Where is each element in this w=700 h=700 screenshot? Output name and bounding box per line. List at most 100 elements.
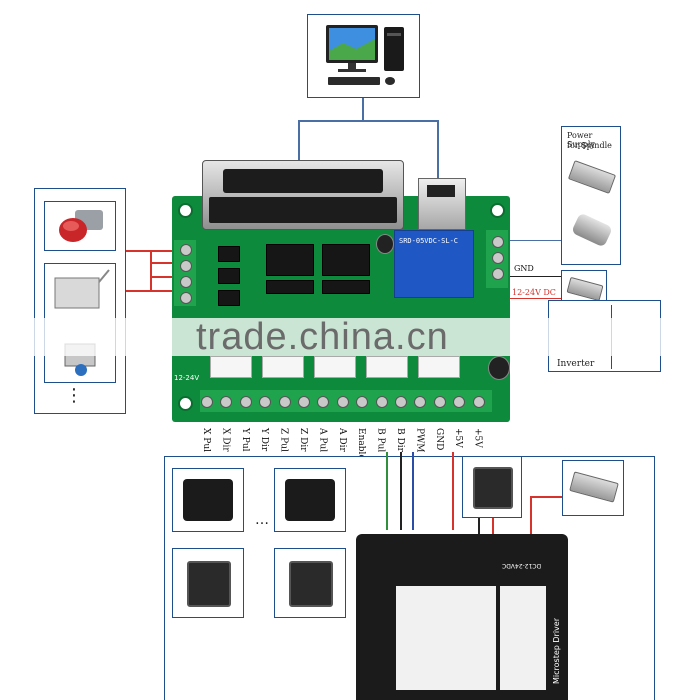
switch-wire: [150, 262, 184, 264]
terminal-label: Y Dir: [259, 428, 270, 452]
terminal-screw: [453, 396, 466, 408]
terminal-label: PWM: [414, 428, 425, 453]
optocoupler-chip: [218, 290, 240, 306]
computer-icon: [326, 25, 404, 85]
signal-wire: [386, 452, 388, 530]
driver-title: Microstep Driver: [552, 618, 561, 684]
stepper-motor-tile: [462, 456, 522, 518]
signal-wire: [412, 452, 414, 530]
motor-header: [314, 356, 356, 378]
buffer-chip: [266, 280, 314, 294]
stepper-motor: [473, 467, 513, 509]
terminal-screw: [336, 396, 349, 408]
dip-switch-table: [396, 586, 496, 690]
terminal-label: Enable: [356, 428, 367, 460]
left-terminal-block: [174, 240, 196, 306]
terminal-screw: [433, 396, 446, 408]
buffer-chip: [266, 244, 314, 276]
terminal-screw: [492, 252, 504, 264]
connector-line: [298, 120, 300, 168]
stepper-motor-tile: [274, 548, 346, 618]
breakout-board: SRD-05VDC-SL-C 12-24V: [172, 160, 510, 422]
terminal-screw: [259, 396, 272, 408]
gnd-wire: [510, 276, 561, 277]
terminal-label: A Pul: [317, 428, 328, 453]
switch-wire: [126, 290, 184, 292]
computer-box: [307, 14, 420, 98]
capacitor: [376, 234, 394, 254]
spindle-motor: [571, 212, 613, 248]
inverter-label: Inverter: [557, 359, 595, 369]
motor-header: [418, 356, 460, 378]
terminal-label: +5V: [472, 428, 483, 448]
motor-header: [366, 356, 408, 378]
terminal-label: B Dir: [395, 428, 405, 452]
terminal-label: +5V: [453, 428, 464, 448]
terminal-screw: [375, 396, 388, 408]
limit-switch-box: ⋮: [34, 188, 126, 414]
motor-wire: [492, 518, 494, 538]
terminal-label: X Pul: [201, 428, 211, 452]
terminal-screw: [472, 396, 485, 408]
power-supply-title: Power Supply: [567, 131, 595, 149]
terminal-label: A Dir: [336, 428, 347, 452]
driver-module-tile: [172, 468, 244, 532]
watermark-text: trade.china.cn: [196, 316, 449, 358]
terminal-screw: [180, 292, 192, 304]
capacitor: [488, 356, 510, 380]
driver-power-box: [562, 460, 624, 516]
power-supply-unit: [567, 160, 617, 194]
relay-text: SRD-05VDC-SL-C: [399, 237, 459, 245]
motor-header: [210, 356, 252, 378]
terminal-screw: [395, 396, 407, 408]
terminal-screw: [317, 396, 330, 408]
driver-module: [285, 479, 335, 521]
dc-wire: [510, 298, 561, 299]
emergency-stop-tile: [44, 201, 116, 251]
more-drivers-ellipsis: …: [255, 512, 269, 528]
buffer-chip: [322, 244, 370, 276]
power-supply-subtitle: for Spindle: [567, 141, 612, 150]
terminal-screw: [492, 268, 504, 280]
current-table: [500, 586, 546, 690]
connector-line: [510, 240, 561, 241]
dc-label: 12-24V DC: [512, 288, 556, 297]
terminal-label: B Pul: [375, 428, 386, 453]
driver-module: [183, 479, 233, 521]
emergency-stop-icon: [59, 210, 103, 242]
motor-header: [262, 356, 304, 378]
microstep-driver: Microstep Driver DC12-24VDC: [356, 534, 568, 700]
connector-line: [362, 98, 364, 120]
motor-wire: [478, 518, 480, 538]
terminal-screw: [180, 260, 192, 272]
power-wire: [530, 496, 532, 538]
connector-line: [437, 120, 439, 178]
terminal-screw: [239, 396, 252, 408]
terminal-label: Z Pul: [278, 428, 289, 452]
connector-line: [298, 120, 438, 122]
terminal-screw: [492, 236, 504, 248]
driver-module-tile: [274, 468, 346, 532]
terminal-screw: [356, 396, 369, 408]
switch-wire: [150, 276, 184, 278]
stepper-motor: [187, 561, 231, 607]
mount-hole: [178, 396, 193, 411]
right-terminal-block: [486, 230, 508, 288]
terminal-label: Y Pul: [239, 428, 250, 452]
buffer-chip: [322, 280, 370, 294]
optocoupler-chip: [218, 268, 240, 284]
power-supply-unit: [566, 276, 604, 302]
terminal-screw: [414, 396, 427, 408]
switch-wire: [126, 250, 184, 252]
power-supply-unit: [569, 471, 619, 503]
relay: SRD-05VDC-SL-C: [394, 230, 474, 298]
usb-port: [418, 178, 466, 230]
terminal-label: Z Dir: [298, 428, 308, 452]
gnd-label: GND: [514, 264, 534, 273]
terminal-screw: [180, 244, 192, 256]
spindle-power-box: Power Supply for Spindle: [561, 126, 621, 265]
terminal-screw: [220, 396, 233, 408]
mount-hole: [490, 203, 505, 218]
terminal-screw: [278, 396, 291, 408]
optocoupler-chip: [218, 246, 240, 262]
